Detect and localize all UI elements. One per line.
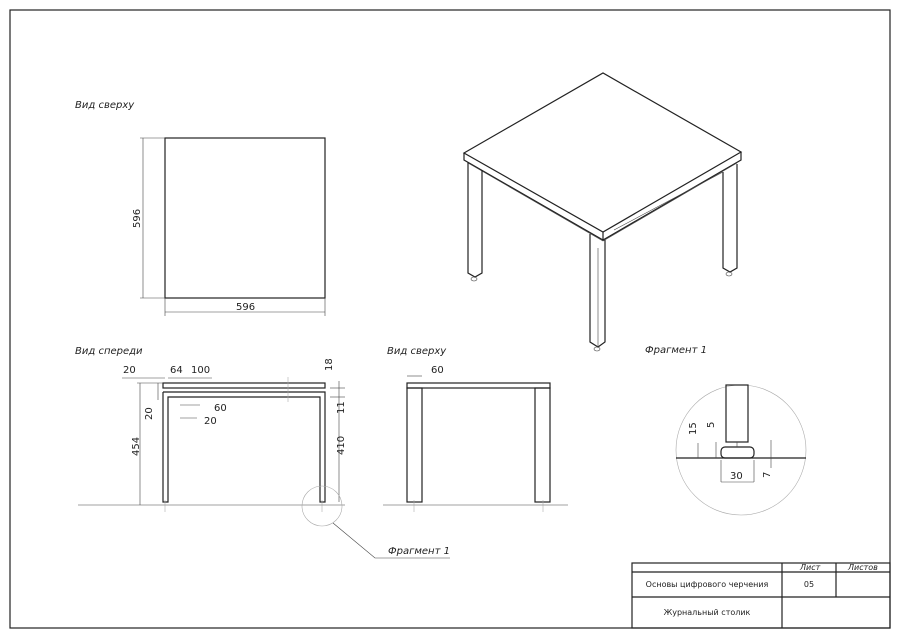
dim-20-inner: 20 (204, 416, 217, 427)
dim-410: 410 (336, 436, 347, 455)
dim-20-side: 20 (144, 407, 155, 420)
fragment-label: Фрагмент 1 (645, 345, 707, 356)
dim-100: 100 (191, 365, 210, 376)
dim-11: 11 (336, 401, 347, 414)
side-view: Вид сверху 60 (383, 346, 568, 512)
sheets-header: Листов (847, 563, 878, 572)
top-view-label: Вид сверху (75, 100, 135, 111)
dim-18: 18 (324, 358, 335, 371)
drawing-title: Журнальный столик (664, 608, 751, 617)
depth-dimension: 596 (132, 209, 143, 228)
dim-30: 30 (730, 471, 743, 482)
front-view: Вид спереди 20 64 100 60 20 20 454 18 11… (75, 346, 450, 559)
fragment-callout: Фрагмент 1 (388, 546, 450, 557)
dim-60-side: 60 (431, 365, 444, 376)
dim-454: 454 (131, 437, 142, 456)
top-view: Вид сверху 596 596 (75, 100, 326, 316)
dim-64: 64 (170, 365, 183, 376)
title-block: Лист Листов Основы цифрового черчения 05… (631, 562, 891, 629)
fragment-detail: Фрагмент 1 15 5 30 7 (645, 345, 807, 516)
dim-15: 15 (688, 422, 699, 435)
tabletop-outline (164, 137, 326, 299)
dim-7: 7 (762, 472, 773, 478)
width-dimension: 596 (236, 302, 255, 313)
course-title: Основы цифрового черчения (646, 580, 769, 589)
sheet-border (9, 9, 891, 629)
sheet-number: 05 (804, 580, 814, 589)
dim-5: 5 (706, 422, 717, 428)
sheet-header: Лист (799, 563, 821, 572)
dim-60: 60 (214, 403, 227, 414)
isometric-view (462, 72, 743, 352)
front-view-label: Вид спереди (75, 346, 143, 357)
fragment-marker-circle (301, 485, 343, 527)
dim-20-top: 20 (123, 365, 136, 376)
side-view-label: Вид сверху (387, 346, 447, 357)
